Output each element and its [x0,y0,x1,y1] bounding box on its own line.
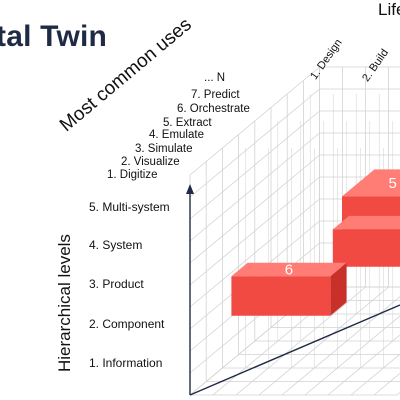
hierarchy-axis-label: Hierarchical levels [55,234,74,372]
level-item: 5. Multi-system [89,200,170,214]
use-item: 6. Orchestrate [177,103,250,115]
level-item: 1. Information [89,356,163,370]
block-label: 6 [285,261,293,278]
block-front [332,229,400,267]
block-top [342,169,400,197]
grid-line [189,66,320,176]
block-side [330,262,347,316]
axis-arrowhead [186,184,194,194]
use-item: 3. Simulate [135,143,193,155]
grid-line [189,176,320,286]
block-top [231,262,347,277]
block-label: 5 [389,175,397,192]
grid-line [189,198,320,308]
grid-line [189,110,320,220]
grid-line [373,372,400,396]
use-item: 4. Emulate [149,129,204,141]
block-front [231,276,331,316]
grid-line [189,132,320,242]
lifecycle-axis-heading: Life [378,0,400,19]
lifecycle-axis [189,304,400,396]
level-item: 4. System [89,238,143,252]
level-item: 3. Product [89,277,144,291]
block-top [332,215,400,230]
use-item: 1. Digitize [107,169,158,181]
grid-line [189,88,320,198]
use-item: 2. Visualize [121,156,180,168]
grid-line [350,353,400,396]
level-item: 2. Component [89,317,165,331]
grid-line [189,154,320,264]
page-title: tal Twin [0,20,108,53]
use-item: ... N [204,72,226,84]
use-item: 7. Predict [191,89,240,101]
use-item: 5. Extract [163,117,212,129]
